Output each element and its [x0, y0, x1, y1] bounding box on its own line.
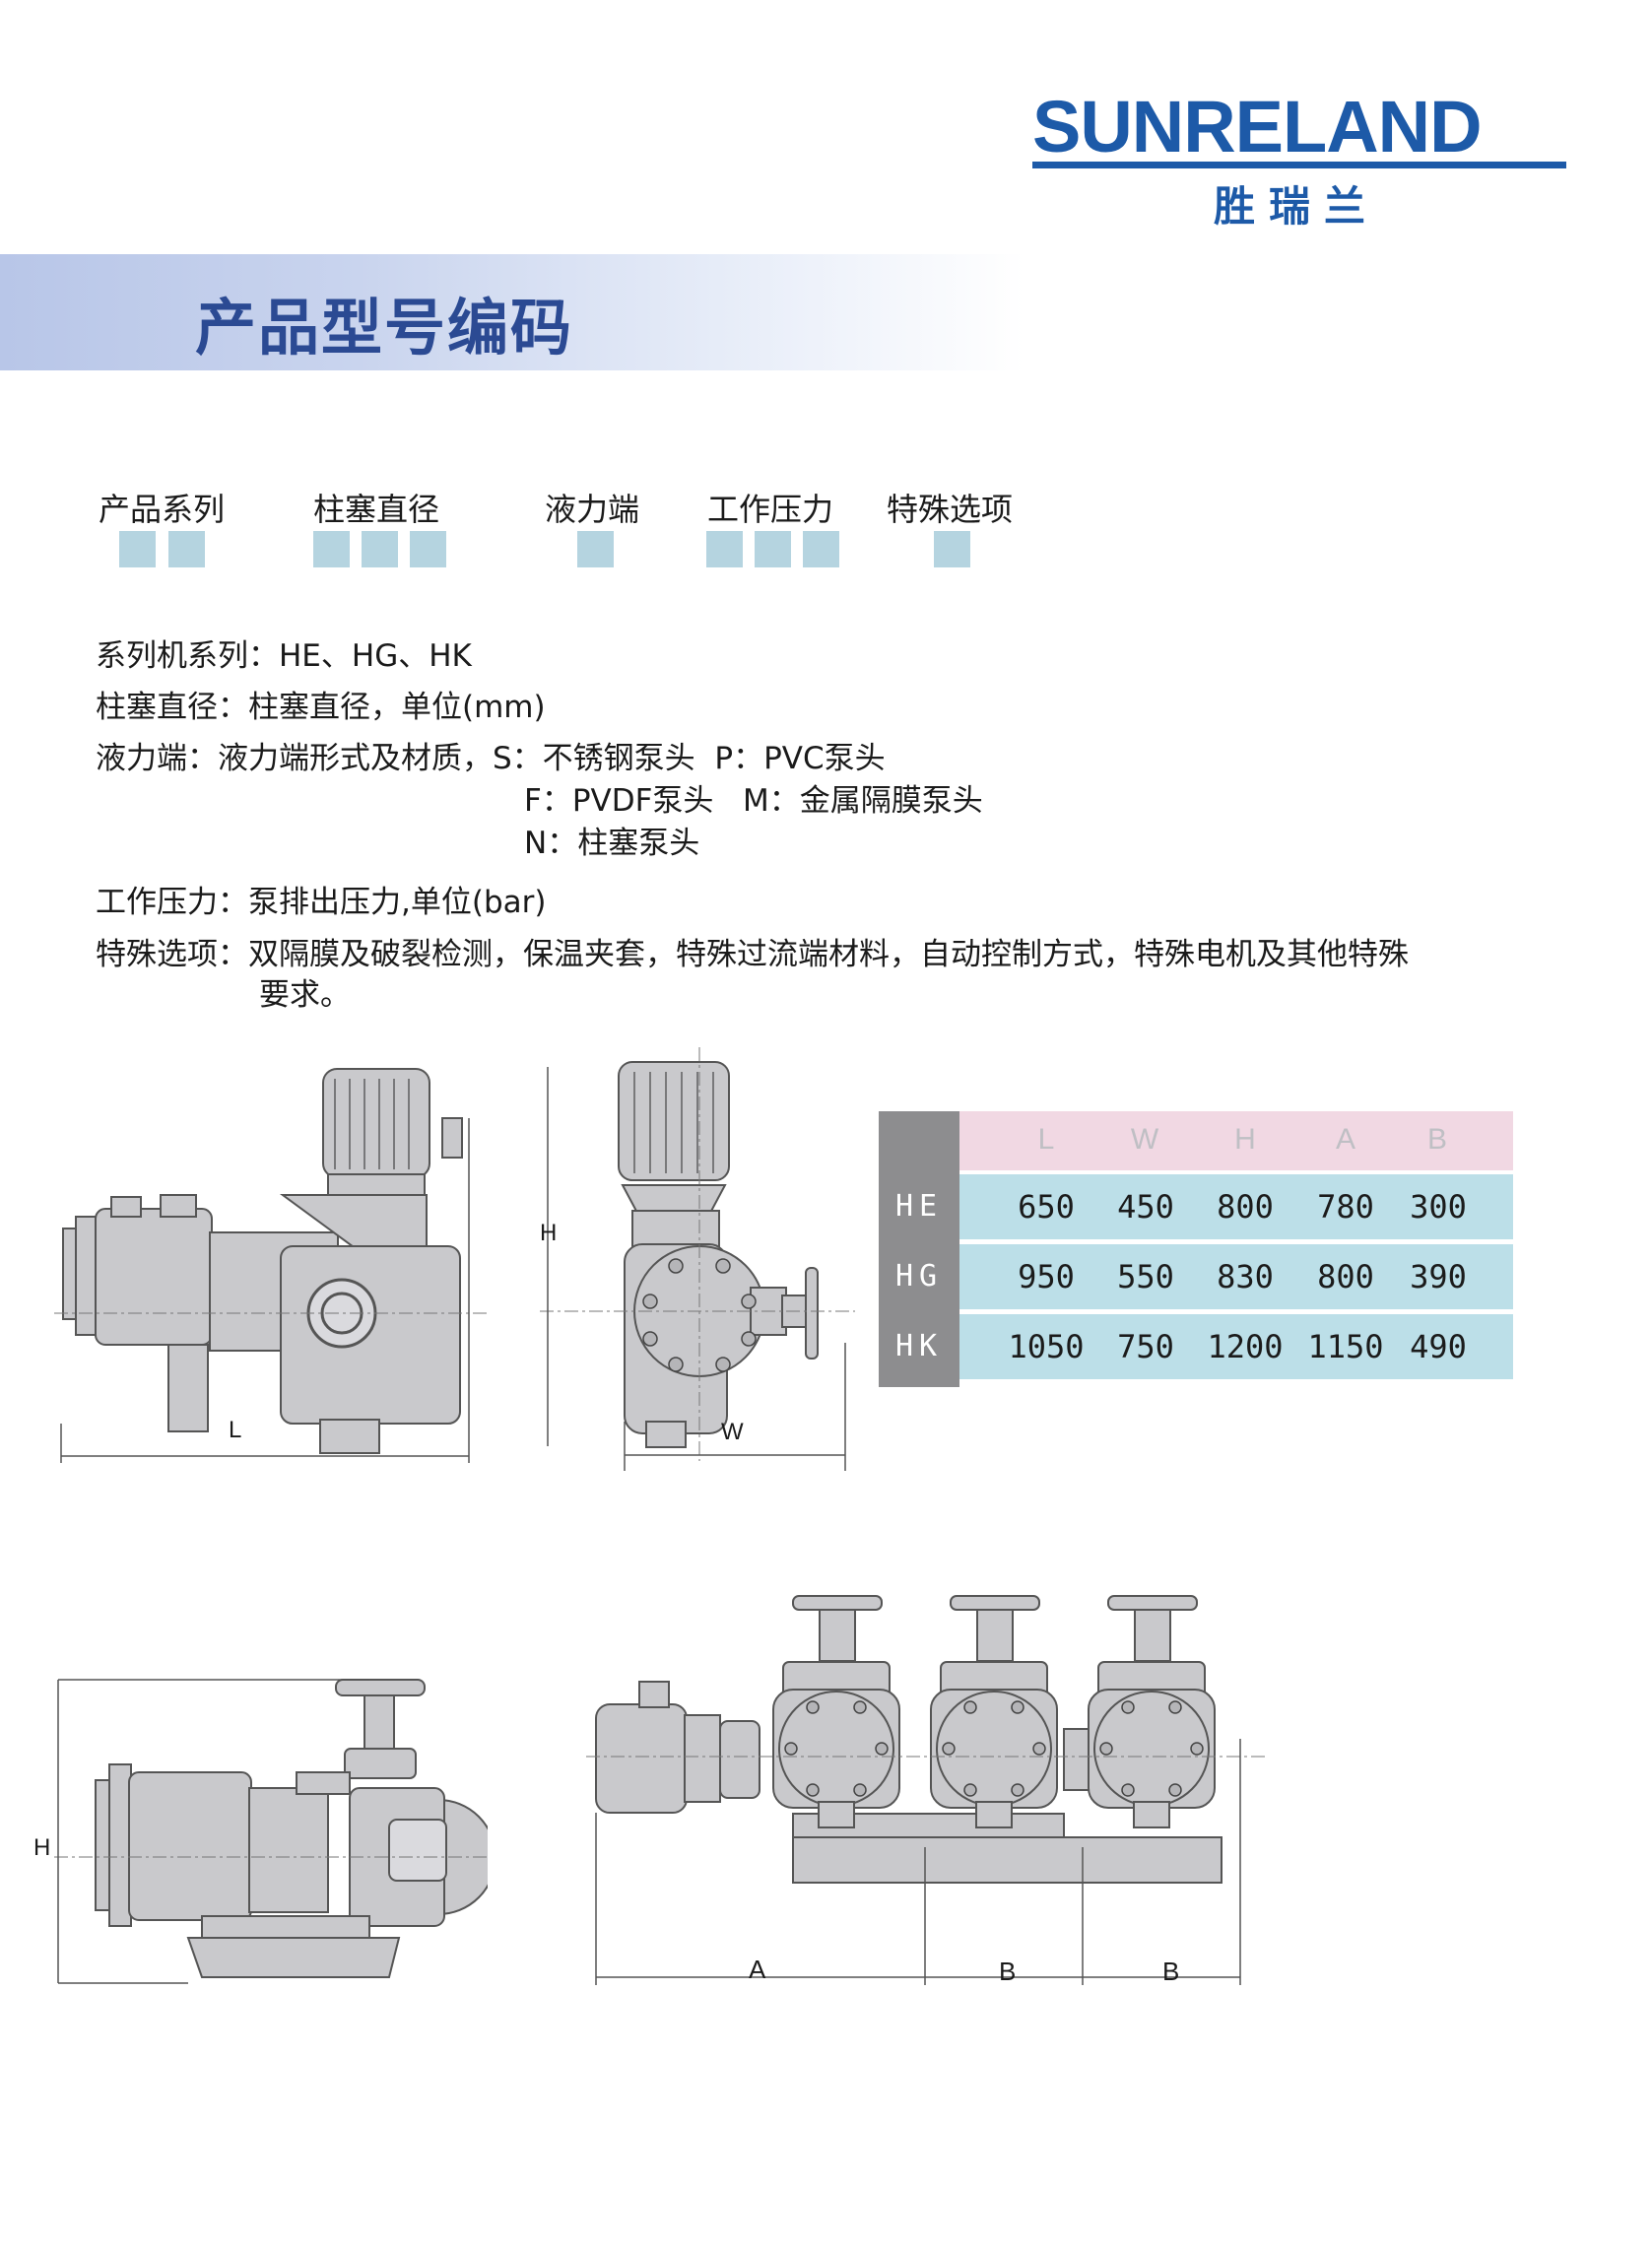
table-cell: 490 — [1410, 1328, 1467, 1365]
brand-logo-cn: 胜瑞兰 — [1214, 182, 1380, 231]
pump-front-view-drawing — [540, 1047, 855, 1471]
pump-compact-view-drawing — [54, 1679, 488, 1984]
code-box — [803, 531, 839, 567]
table-cell: 830 — [1217, 1258, 1274, 1295]
table-header-w: W — [1130, 1123, 1159, 1156]
pump-side-view-drawing — [54, 1068, 488, 1463]
table-header-l: L — [1037, 1123, 1055, 1156]
table-side-bar — [879, 1111, 959, 1387]
desc-liquid-end-3: N：柱塞泵头 — [524, 826, 700, 861]
table-header-b: B — [1426, 1123, 1447, 1156]
desc-special-2: 要求。 — [259, 977, 351, 1013]
table-cell: 1150 — [1307, 1328, 1384, 1365]
dim-label-a: A — [749, 1955, 766, 1984]
logo-underline — [1032, 162, 1566, 168]
dim-label-w: W — [721, 1419, 744, 1445]
table-header — [959, 1111, 1513, 1170]
table-cell: 750 — [1117, 1328, 1174, 1365]
code-label-plunger: 柱塞直径 — [313, 491, 440, 528]
code-box — [168, 531, 205, 567]
code-box — [755, 531, 791, 567]
row-label-hk: HK — [894, 1329, 944, 1363]
dim-label-l: L — [229, 1417, 242, 1443]
table-row — [959, 1244, 1513, 1309]
table-cell: 450 — [1117, 1188, 1174, 1226]
code-box — [706, 531, 743, 567]
table-header-a: A — [1335, 1123, 1355, 1156]
dim-label-h-2: H — [33, 1834, 51, 1861]
brand-logo: SUNRELAND — [1032, 86, 1483, 167]
code-box — [119, 531, 156, 567]
desc-plunger: 柱塞直径：柱塞直径，单位(mm) — [96, 690, 546, 725]
page-title: 产品型号编码 — [195, 292, 574, 364]
table-row — [959, 1314, 1513, 1379]
table-cell: 800 — [1217, 1188, 1274, 1226]
desc-series: 系列机系列：HE、HG、HK — [96, 638, 472, 674]
dim-label-b2: B — [1162, 1957, 1180, 1986]
code-label-liquid-end: 液力端 — [545, 491, 640, 528]
table-cell: 780 — [1317, 1188, 1374, 1226]
table-cell: 800 — [1317, 1258, 1374, 1295]
section-banner — [0, 254, 1024, 370]
desc-liquid-end: 液力端：液力端形式及材质，S：不锈钢泵头 P：PVC泵头 — [96, 741, 886, 776]
table-cell: 1050 — [1008, 1328, 1085, 1365]
table-cell: 1200 — [1207, 1328, 1284, 1365]
code-box — [313, 531, 350, 567]
code-box — [577, 531, 614, 567]
row-label-hg: HG — [894, 1259, 944, 1294]
code-label-series: 产品系列 — [99, 491, 226, 528]
table-header-h: H — [1234, 1123, 1256, 1156]
code-box — [410, 531, 446, 567]
row-label-he: HE — [894, 1189, 944, 1224]
table-cell: 950 — [1018, 1258, 1075, 1295]
code-box — [934, 531, 970, 567]
table-cell: 550 — [1117, 1258, 1174, 1295]
dim-label-h: H — [540, 1220, 558, 1246]
code-label-pressure: 工作压力 — [707, 491, 834, 528]
desc-special: 特殊选项：双隔膜及破裂检测，保温夹套，特殊过流端材料，自动控制方式，特殊电机及其… — [96, 937, 1409, 972]
code-label-special: 特殊选项 — [887, 491, 1014, 528]
table-cell: 300 — [1410, 1188, 1467, 1226]
desc-liquid-end-2: F：PVDF泵头 M：金属隔膜泵头 — [524, 783, 983, 819]
code-box — [362, 531, 398, 567]
dim-label-b1: B — [999, 1957, 1017, 1986]
multi-head-pump-drawing — [586, 1595, 1266, 1985]
desc-pressure: 工作压力：泵排出压力,单位(bar) — [96, 885, 547, 920]
table-cell: 390 — [1410, 1258, 1467, 1295]
table-row — [959, 1174, 1513, 1239]
table-cell: 650 — [1018, 1188, 1075, 1226]
